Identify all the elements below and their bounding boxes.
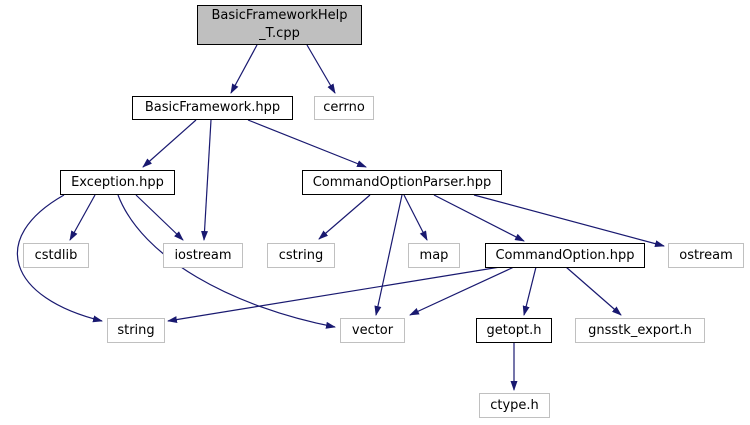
node-label: cerrno (323, 100, 365, 115)
edge-commandoptionparser-hpp-to-cstring (318, 194, 371, 240)
node-label: BasicFrameworkHelp (211, 8, 348, 23)
node-label: string (117, 322, 155, 338)
node-cstring: cstring (267, 243, 335, 268)
edge-commandoptionparser-hpp-to-ostream (473, 194, 665, 248)
node-basicframeworkhelp-t-cpp: BasicFrameworkHelp _T.cpp (197, 5, 362, 45)
edge-commandoption-hpp-to-getopt-h (522, 266, 537, 316)
node-string: string (107, 318, 165, 343)
node-gnsstk-export-h: gnsstk_export.h (575, 318, 705, 343)
edge-commandoption-hpp-to-gnsstk-export-h (565, 266, 622, 316)
node-label: map (419, 247, 449, 263)
node-label: vector (351, 322, 394, 338)
node-map: map (408, 243, 460, 268)
node-basicframework-hpp[interactable]: BasicFramework.hpp (132, 96, 293, 120)
node-cerrno: cerrno (314, 96, 374, 120)
node-ctype-h: ctype.h (479, 393, 550, 418)
node-cstdlib: cstdlib (23, 243, 89, 268)
node-ostream: ostream (668, 243, 744, 268)
node-label: BasicFramework.hpp (144, 100, 281, 115)
node-label: _T.cpp (259, 26, 300, 41)
node-getopt-h[interactable]: getopt.h (476, 318, 552, 343)
edge-basicframework-hpp-to-exception-hpp (142, 119, 197, 168)
node-label: ostream (679, 247, 733, 263)
edge-exception-hpp-to-iostream (135, 194, 184, 241)
edge-commandoptionparser-hpp-to-vector (374, 194, 403, 316)
node-label: CommandOption.hpp (495, 247, 635, 263)
edge-basicframework-hpp-to-commandoptionparser-hpp (247, 119, 367, 168)
node-vector: vector (340, 318, 405, 343)
node-label: ctype.h (490, 397, 539, 413)
node-commandoption-hpp[interactable]: CommandOption.hpp (485, 243, 645, 268)
node-label: cstring (278, 247, 324, 263)
edge-basicframeworkhelp-t-cpp-to-cerrno (306, 44, 336, 94)
dependency-edges (16, 44, 665, 391)
node-label: iostream (174, 247, 232, 263)
node-exception-hpp[interactable]: Exception.hpp (60, 170, 175, 195)
edge-commandoptionparser-hpp-to-map (403, 194, 428, 241)
edge-exception-hpp-to-cstdlib (69, 194, 96, 241)
node-label: cstdlib (34, 247, 78, 263)
edge-basicframeworkhelp-t-cpp-to-basicframework-hpp (230, 44, 258, 94)
edge-basicframework-hpp-to-iostream (201, 119, 212, 241)
edge-exception-hpp-to-vector (117, 194, 336, 329)
node-label: gnsstk_export.h (588, 322, 692, 338)
node-label: Exception.hpp (71, 174, 164, 190)
edge-commandoptionparser-hpp-to-commandoption-hpp (433, 194, 525, 242)
edge-commandoption-hpp-to-string (167, 266, 501, 324)
node-commandoptionparser-hpp[interactable]: CommandOptionParser.hpp (302, 170, 502, 195)
node-iostream: iostream (163, 243, 243, 268)
node-label: CommandOptionParser.hpp (312, 174, 492, 190)
edge-commandoption-hpp-to-vector (409, 266, 515, 316)
node-label: getopt.h (486, 322, 542, 338)
edge-exception-hpp-to-string (16, 194, 103, 323)
